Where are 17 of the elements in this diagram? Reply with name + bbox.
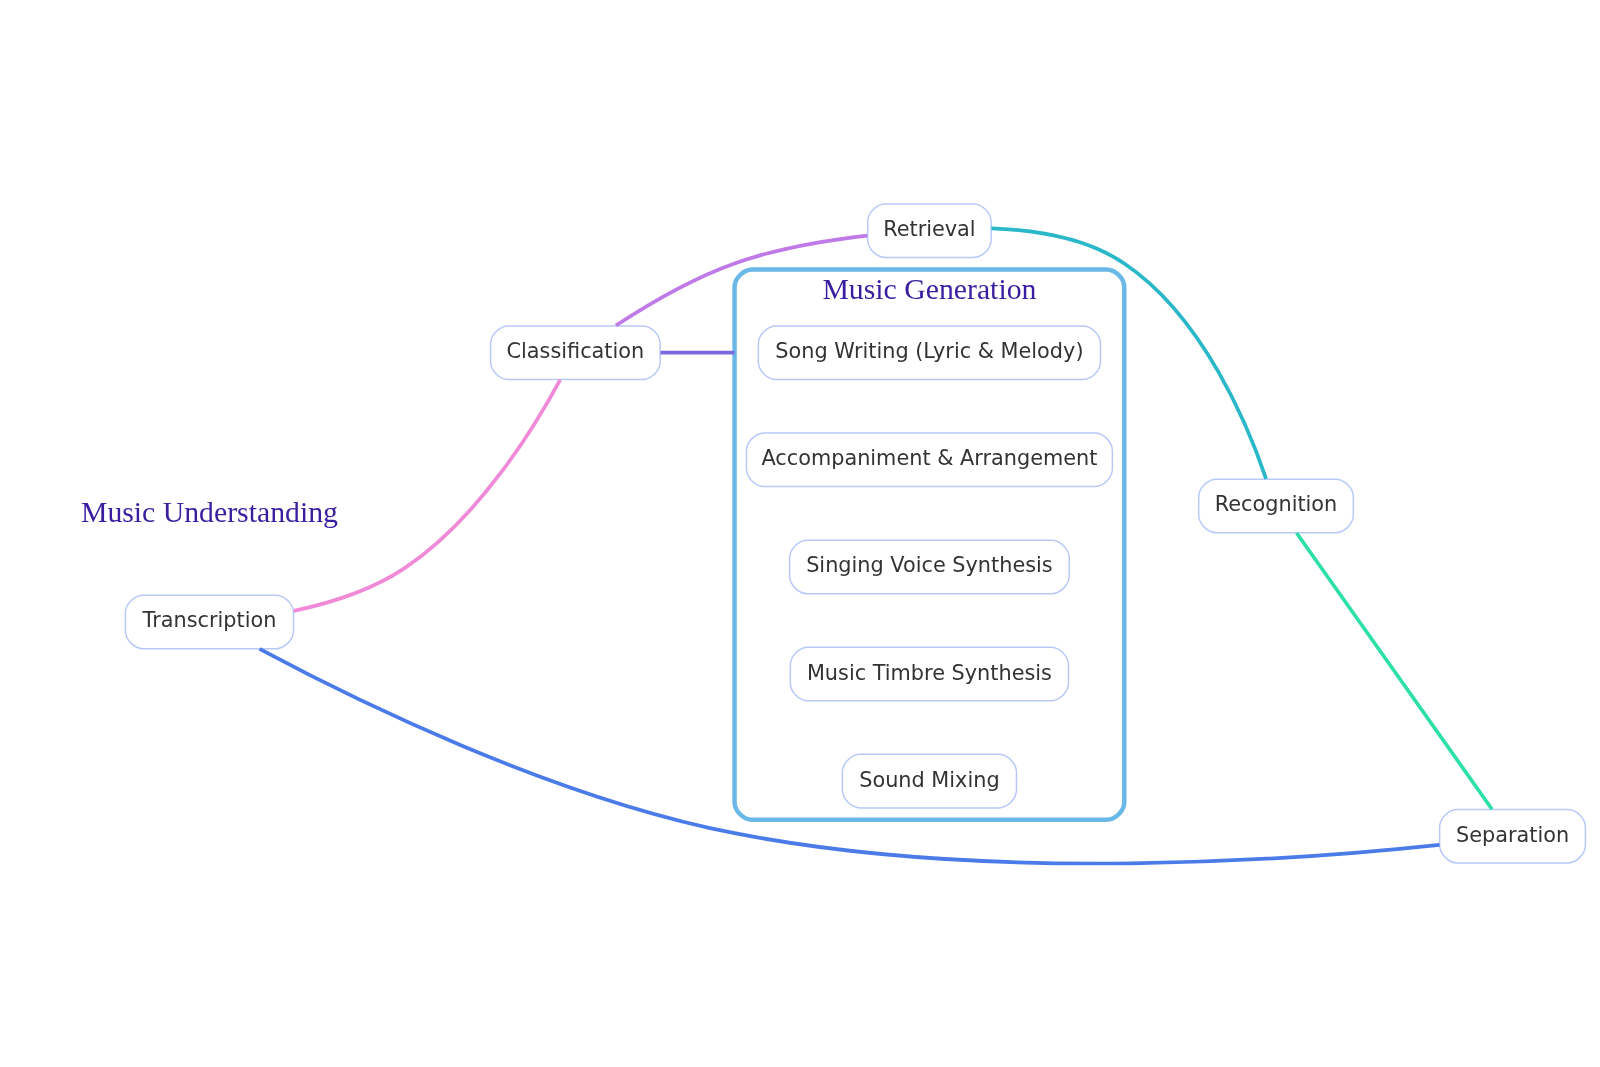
node-box: Retrieval — [866, 202, 992, 258]
connector — [614, 233, 868, 327]
node-box: Song Writing (Lyric & Melody) — [757, 324, 1102, 380]
node-box: Classification — [489, 324, 661, 380]
node-box: Separation — [1438, 808, 1587, 864]
connector — [991, 226, 1268, 479]
connector — [293, 378, 562, 613]
node-box: Accompaniment & Arrangement — [745, 431, 1114, 487]
node-box: Recognition — [1197, 477, 1355, 533]
node-box: Transcription — [124, 593, 295, 649]
connector — [1295, 531, 1494, 810]
label: Music Understanding — [80, 494, 338, 528]
node-box: Music Timbre Synthesis — [789, 646, 1070, 702]
node-box: Singing Voice Synthesis — [788, 538, 1070, 594]
node-box: Sound Mixing — [841, 753, 1018, 809]
connector — [258, 646, 1440, 865]
connector — [660, 350, 735, 355]
